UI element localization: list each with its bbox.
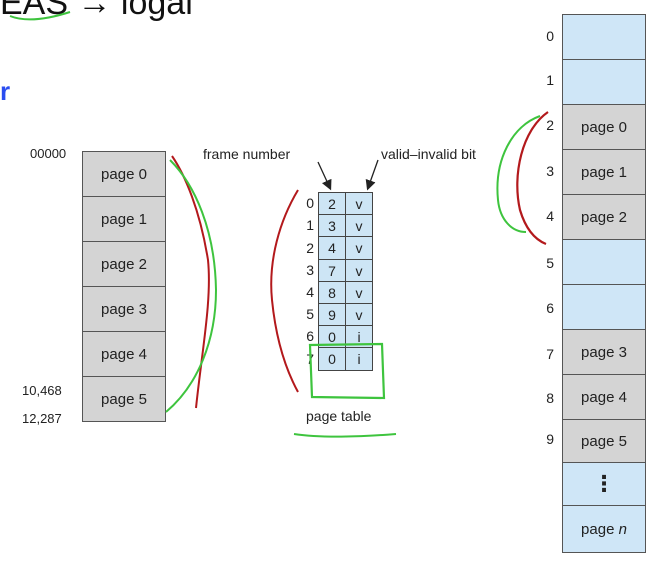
frame-6 <box>562 284 646 329</box>
frame-number-arrow <box>317 161 332 191</box>
frame-7: page 3 <box>562 329 646 374</box>
pt-frame: 0 <box>318 325 345 349</box>
red-bracket-logical <box>171 155 210 409</box>
frame-index-5: 5 <box>546 255 554 271</box>
pt-frame: 2 <box>318 192 345 215</box>
logical-end-address: 12,287 <box>22 411 62 426</box>
logical-memory: page 0 page 1 page 2 page 3 page 4 page … <box>82 151 166 422</box>
frame-4: page 2 <box>562 194 646 239</box>
valid-bit-arrow <box>365 159 379 191</box>
logical-address-page5: 10,468 <box>22 383 62 398</box>
green-box-invalid <box>308 342 386 400</box>
pt-index-6: 6 <box>306 328 314 344</box>
frame-0 <box>562 14 646 59</box>
handwritten-heading: EAS → logal <box>0 0 193 22</box>
green-bracket-logical <box>165 159 218 413</box>
pt-bit: v <box>345 192 373 215</box>
pt-frame: 3 <box>318 214 345 238</box>
frame-index-2: 2 <box>546 117 554 133</box>
pt-row: 9 v <box>318 302 373 326</box>
pt-frame: 8 <box>318 280 345 304</box>
frame-n-label: page <box>581 520 615 538</box>
frame-n: page n <box>562 505 646 553</box>
frame-index-0: 0 <box>546 28 554 44</box>
frame-n-var: n <box>618 520 627 538</box>
pt-index-3: 3 <box>306 262 314 278</box>
frame-index-6: 6 <box>546 300 554 316</box>
logical-page-5: page 5 <box>82 376 166 422</box>
logical-page-1: page 1 <box>82 196 166 241</box>
red-bracket-physical <box>516 111 549 246</box>
frame-2: page 0 <box>562 104 646 149</box>
pt-bit: v <box>345 258 373 282</box>
logical-start-address: 00000 <box>30 146 67 161</box>
pt-row: 7 v <box>318 258 373 282</box>
pt-bit: v <box>345 236 373 260</box>
logical-page-2: page 2 <box>82 241 166 286</box>
cropped-blue-letter: r <box>0 76 11 106</box>
pt-row: 8 v <box>318 280 373 304</box>
page-table-caption: page table <box>306 408 372 424</box>
frame-3: page 1 <box>562 149 646 194</box>
pt-row: 2 v <box>318 192 373 215</box>
pt-row: 3 v <box>318 214 373 238</box>
frame-index-4: 4 <box>546 208 554 224</box>
pt-bit: i <box>345 347 373 372</box>
frame-index-8: 8 <box>546 390 554 406</box>
pt-row: 0 i <box>318 325 373 349</box>
pt-frame: 4 <box>318 236 345 260</box>
logical-page-0: page 0 <box>82 151 166 196</box>
frame-index-7: 7 <box>546 346 554 362</box>
green-underline-pagetable <box>293 433 397 438</box>
page-table: 2 v 3 v 4 v 7 v 8 v 9 v 0 i 0 i <box>318 192 373 372</box>
pt-bit: i <box>345 325 373 349</box>
pt-index-1: 1 <box>306 217 314 233</box>
pt-bit: v <box>345 214 373 238</box>
frame-9: page 5 <box>562 419 646 462</box>
pt-row: 0 i <box>318 347 373 372</box>
frame-index-9: 9 <box>546 431 554 447</box>
logical-page-3: page 3 <box>82 286 166 331</box>
pt-index-5: 5 <box>306 306 314 322</box>
valid-invalid-label: valid–invalid bit <box>381 146 476 162</box>
pt-bit: v <box>345 302 373 326</box>
physical-memory: page 0 page 1 page 2 page 3 page 4 page … <box>562 14 646 553</box>
green-bracket-physical <box>496 115 541 233</box>
frame-5 <box>562 239 646 284</box>
pt-frame: 9 <box>318 302 345 326</box>
frame-1 <box>562 59 646 104</box>
pt-row: 4 v <box>318 236 373 260</box>
pt-index-4: 4 <box>306 284 314 300</box>
frame-index-1: 1 <box>546 72 554 88</box>
pt-frame: 7 <box>318 258 345 282</box>
pt-index-0: 0 <box>306 195 314 211</box>
pt-frame: 0 <box>318 347 345 372</box>
logical-page-4: page 4 <box>82 331 166 376</box>
pt-bit: v <box>345 280 373 304</box>
frame-8: page 4 <box>562 374 646 419</box>
red-bracket-pagetable <box>270 189 299 393</box>
ellipsis-frame: ⋮ <box>562 462 646 505</box>
frame-number-label: frame number <box>203 146 291 162</box>
frame-index-3: 3 <box>546 163 554 179</box>
pt-index-2: 2 <box>306 240 314 256</box>
green-underline-heading <box>9 11 71 21</box>
